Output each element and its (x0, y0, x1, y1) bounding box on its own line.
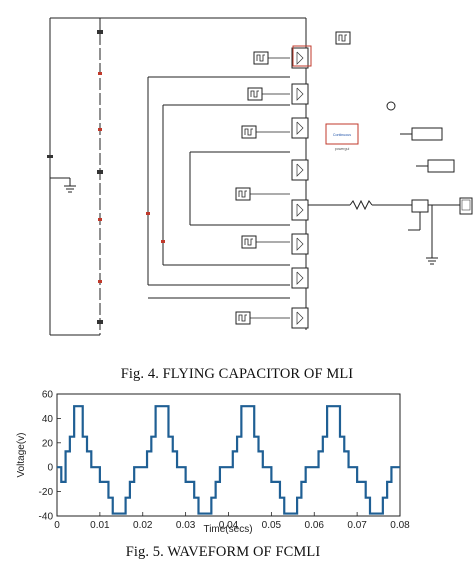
pulse-generator-5[interactable] (241, 235, 257, 249)
x-axis-label: Time(secs) (203, 524, 252, 534)
waveform-plot: -40 -20 0 20 40 60 0 0.01 0.02 0.03 0.04 0.05 0.06 0… (0, 386, 474, 536)
plot-axes-box (56, 393, 401, 517)
y-tick-label: 40 (42, 414, 54, 425)
x-tick-label: 0.08 (390, 520, 410, 531)
display-block-2[interactable] (427, 159, 455, 173)
pulse-generator-4[interactable] (235, 187, 251, 201)
igbt-switch-7[interactable] (291, 267, 309, 289)
igbt-switch-8[interactable] (291, 307, 309, 329)
igbt-switch-2[interactable] (291, 83, 309, 105)
pulse-generator-top[interactable] (335, 31, 351, 45)
x-tick-label: 0 (54, 520, 60, 531)
display-block-1[interactable] (411, 127, 443, 141)
igbt-switch-3[interactable] (291, 117, 309, 139)
pulse-generator-3[interactable] (241, 125, 257, 139)
x-tick-label: 0.07 (347, 520, 367, 531)
pulse-generator-2[interactable] (247, 87, 263, 101)
y-tick-label: -40 (39, 512, 54, 523)
pulse-generator-1[interactable] (253, 51, 269, 65)
powergui-mode-label: Continuous (333, 133, 351, 137)
load-resistor (349, 199, 373, 211)
x-tick-label: 0.04 (219, 520, 239, 531)
igbt-switch-5[interactable] (291, 199, 309, 221)
y-axis-label: Voltage(v) (16, 432, 27, 477)
y-tick-label: 60 (42, 390, 54, 401)
y-tick-label: -20 (39, 487, 54, 498)
y-tick-label: 0 (47, 463, 53, 474)
scope-symbol-icon (386, 101, 396, 111)
powergui-block[interactable] (325, 123, 359, 145)
pulse-generator-6[interactable] (235, 311, 251, 325)
igbt-switch-6[interactable] (291, 233, 309, 255)
figure-5-caption: Fig. 5. WAVEFORM OF FCMLI (125, 544, 321, 560)
measurement-block[interactable] (411, 199, 429, 213)
powergui-label: powergui (335, 147, 350, 151)
x-tick-label: 0.05 (262, 520, 282, 531)
y-tick-label: 20 (42, 438, 54, 449)
flying-capacitor-schematic: Continuous powergui (47, 17, 473, 336)
x-tick-label: 0.01 (90, 520, 110, 531)
voltage-waveform-line (57, 405, 400, 515)
x-tick-label: 0.03 (176, 520, 196, 531)
figure-4-caption: Fig. 4. FLYING CAPACITOR OF MLI (120, 366, 354, 382)
igbt-switch-1[interactable] (291, 47, 309, 69)
igbt-switch-4[interactable] (291, 159, 309, 181)
x-tick-label: 0.02 (133, 520, 153, 531)
selected-switch-highlight (292, 45, 312, 67)
x-tick-label: 0.06 (305, 520, 325, 531)
